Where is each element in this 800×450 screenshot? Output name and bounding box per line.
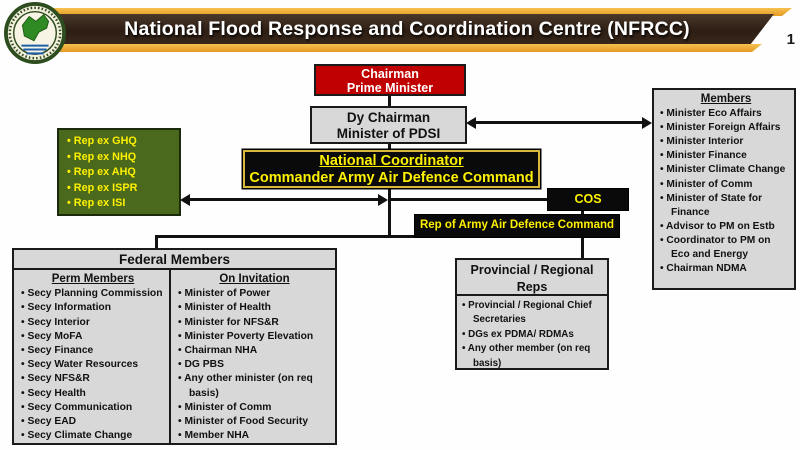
list-item: Minister Climate Change: [660, 163, 792, 177]
members-title: Members: [700, 93, 752, 105]
chairman-subtitle: Prime Minister: [346, 81, 434, 95]
list-item: Minister for NFS&R: [178, 316, 331, 330]
list-item: Minister of Comm: [660, 178, 792, 192]
list-item: Secy EAD: [21, 415, 165, 429]
list-item: Secy Finance: [21, 344, 165, 358]
list-item: Secy Interior: [21, 316, 165, 330]
connector-to-federal: [155, 236, 158, 248]
list-item: Minister of Food Security: [178, 415, 331, 429]
perm-members-list: Secy Planning CommissionSecy Information…: [21, 287, 165, 443]
connector-dy-members: [474, 121, 646, 124]
page-title: National Flood Response and Coordination…: [124, 18, 690, 40]
connector-main-horizontal: [155, 235, 585, 238]
on-invitation-list: Minister of PowerMinister of HealthMinis…: [178, 287, 331, 443]
list-item: Chairman NDMA: [660, 262, 792, 276]
list-item: Secy NFS&R: [21, 372, 165, 386]
connector-nc-down: [388, 188, 391, 238]
connector-center-cos: [390, 198, 547, 201]
list-item: Minister Eco Affairs: [660, 107, 792, 121]
list-item: Minister of Power: [178, 287, 331, 301]
chairman-box: Chairman Prime Minister: [314, 64, 466, 96]
list-item: Minister of Health: [178, 301, 331, 315]
connector-military-center: [188, 198, 382, 201]
list-item: Minister Poverty Elevation: [178, 330, 331, 344]
list-item: Advisor to PM on Estb: [660, 220, 792, 234]
federal-members-header: Federal Members: [12, 248, 337, 270]
national-coordinator-title: National Coordinator: [319, 153, 464, 169]
arrowhead-right-icon: [378, 193, 388, 206]
list-item: Secy MoFA: [21, 330, 165, 344]
banner-gold-strip-bottom: [40, 44, 762, 52]
dy-chairman-title: Dy Chairman: [346, 110, 431, 125]
arrowhead-left-icon: [466, 116, 476, 129]
national-coordinator-subtitle: Commander Army Air Defence Command: [249, 170, 534, 186]
banner-gold-strip-top: [40, 8, 792, 16]
list-item: Any other minister (on req basis): [178, 372, 331, 400]
chairman-title: Chairman: [361, 67, 419, 81]
slide-number: 1: [786, 31, 795, 48]
list-item: DG PBS: [178, 358, 331, 372]
national-coordinator-box: National Coordinator Commander Army Air …: [243, 150, 540, 188]
list-item: Minister of State for Finance: [660, 192, 792, 220]
list-item: Any other member (on req basis): [462, 342, 605, 371]
list-item: Minister Foreign Affairs: [660, 121, 792, 135]
list-item: Secy Climate Change: [21, 429, 165, 443]
provincial-reps-header: Provincial / Regional Reps: [455, 258, 609, 296]
list-item: Secy Health: [21, 387, 165, 401]
connector-dy-nc: [388, 144, 391, 151]
cos-box: COS: [547, 188, 629, 211]
dy-chairman-box: Dy Chairman Minister of PDSI: [310, 106, 467, 144]
arrowhead-right-icon: [642, 116, 652, 129]
list-item: Minister Finance: [660, 149, 792, 163]
perm-members-column: Perm Members Secy Planning CommissionSec…: [14, 270, 171, 443]
list-item: Chairman NHA: [178, 344, 331, 358]
list-item: Secy Information: [21, 301, 165, 315]
federal-members-body: Perm Members Secy Planning CommissionSec…: [12, 268, 337, 445]
members-list: Minister Eco AffairsMinister Foreign Aff…: [660, 107, 792, 276]
list-item: Minister of Comm: [178, 401, 331, 415]
list-item: Rep ex AHQ: [67, 165, 179, 181]
members-box: Members Minister Eco AffairsMinister For…: [652, 88, 796, 290]
connector-chairman-dy: [388, 96, 391, 106]
perm-members-title: Perm Members: [51, 273, 135, 285]
list-item: Secy Water Resources: [21, 358, 165, 372]
list-item: Rep ex GHQ: [67, 134, 179, 150]
list-item: Member NHA: [178, 429, 331, 443]
military-reps-box: Rep ex GHQRep ex NHQRep ex AHQRep ex ISP…: [57, 128, 181, 216]
arrowhead-left-icon: [180, 193, 190, 206]
list-item: Minister Interior: [660, 135, 792, 149]
list-item: Secy Communication: [21, 401, 165, 415]
dy-chairman-subtitle: Minister of PDSI: [336, 126, 441, 141]
list-item: Provincial / Regional Chief Secretaries: [462, 299, 605, 328]
banner-band: [40, 14, 774, 45]
on-invitation-column: On Invitation Minister of PowerMinister …: [171, 270, 335, 443]
on-invitation-title: On Invitation: [219, 273, 290, 285]
list-item: Secy Planning Commission: [21, 287, 165, 301]
list-item: DGs ex PDMA/ RDMAs: [462, 328, 605, 342]
rep-army-air-defence-box: Rep of Army Air Defence Command: [414, 214, 620, 238]
list-item: Rep ex ISPR: [67, 181, 179, 197]
list-item: Rep ex NHQ: [67, 150, 179, 166]
list-item: Coordinator to PM on Eco and Energy: [660, 234, 792, 262]
nfrcc-emblem-icon: [4, 2, 66, 64]
provincial-reps-body: Provincial / Regional Chief SecretariesD…: [455, 294, 609, 370]
list-item: Rep ex ISI: [67, 196, 179, 212]
